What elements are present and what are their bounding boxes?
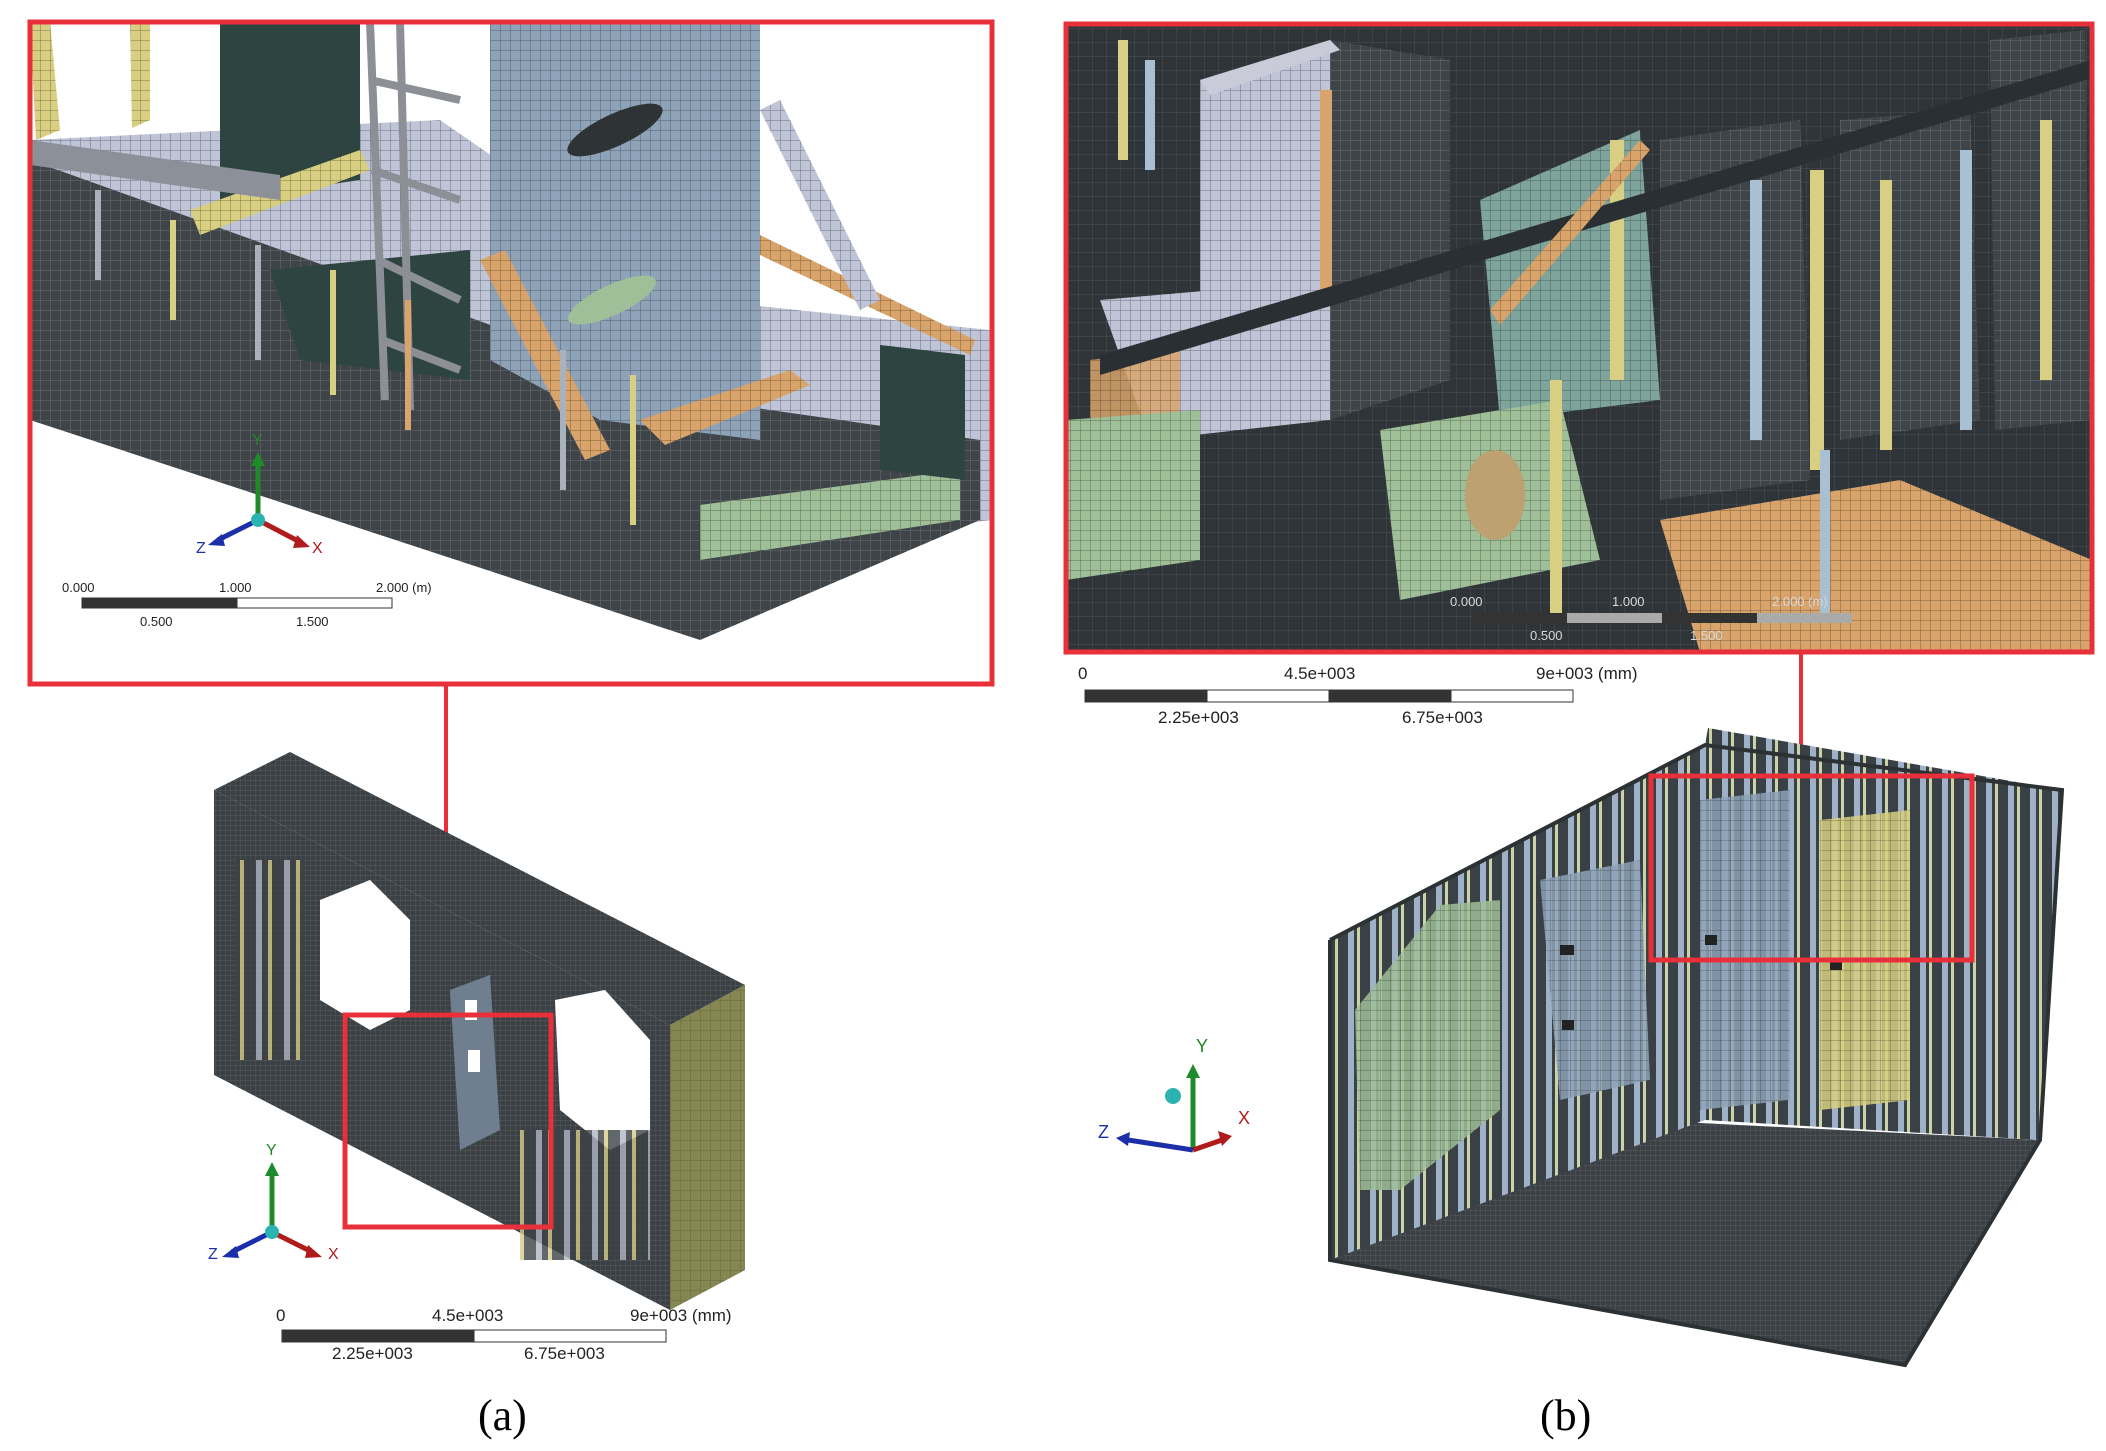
panel-label-b: (b) [1540,1391,1592,1440]
side-stiffeners [95,190,636,525]
axis-label-y: Y [252,432,263,449]
panel-orange [1660,480,2092,652]
scale-tick-label: 4.5e+003 [432,1306,504,1325]
scale-tick-label: 0.000 [1450,594,1483,609]
web-frame-dark [1660,120,1810,500]
side-wall [30,160,700,640]
scale-tick-label: 6.75e+003 [524,1344,605,1363]
zoom-frame-a [27,19,995,687]
bracket-orange [1490,140,1650,325]
frame-side-mesh [670,985,745,1310]
panel-b [1063,21,2095,1368]
zoom-inset-b [1066,24,2092,652]
frame-top [214,752,745,1025]
scale-tick-label: 0.500 [1530,628,1563,643]
transverse-blue [1540,860,1650,1100]
panel-opening [1465,450,1525,540]
central-column [490,22,760,440]
inset-stiffeners [1118,40,2052,620]
hull-block-model-b [1328,728,2065,1368]
axis-label-y: Y [266,1142,277,1159]
scale-tick-label: 1.500 [296,614,329,629]
detail-frame-b [1648,773,1975,963]
scale-tick-label: 2.25e+003 [1158,708,1239,727]
scale-tick-label: 0.000 [62,580,95,595]
horizontal-beam [1100,60,2092,375]
scale-tick-label: 1.500 [1690,628,1723,643]
axis-triad-b [1116,1064,1232,1153]
bracket-orange [480,250,610,460]
zoom-frame-b [1063,21,2095,655]
axis-label-z: Z [196,540,206,557]
scale-tick-label: 9e+003 (mm) [630,1306,732,1325]
transverse-green [1355,900,1500,1190]
frame-model-a [214,752,745,1310]
scale-tick-label: 2.000 (m) [376,580,432,595]
scale-bar-a [281,1329,667,1343]
scale-tick-label: 1.000 [1612,594,1645,609]
scale-bar-inset-b [1472,613,1852,623]
beam-green [700,470,960,560]
axis-label-x: X [328,1246,339,1263]
opening-left [320,880,410,1030]
axis-label-z: Z [208,1246,218,1263]
scale-tick-label: 2.25e+003 [332,1344,413,1363]
scale-bar-inset-a [81,597,393,609]
scale-tick-label: 6.75e+003 [1402,708,1483,727]
scale-tick-label: 0 [1078,664,1088,683]
stiffener-yellow [130,22,150,128]
axis-label-z: Z [1098,1122,1109,1142]
scale-tick-label: 1.000 [219,580,252,595]
scale-tick-label: 4.5e+003 [1284,664,1356,683]
axis-label-x: X [1238,1108,1251,1128]
bracket-light [1200,40,1340,95]
panel-dark [1330,40,1450,420]
panel-light [1200,40,1330,300]
zoom-inset-a [30,21,992,684]
axis-label-x: X [312,540,323,557]
column-opening-lower [568,275,656,325]
scale-tick-label: 0 [276,1306,286,1325]
transverse-blue [1700,790,1790,1110]
axis-label-y: Y [1196,1036,1209,1056]
column-opening-upper [567,103,663,157]
panel-a [27,19,995,1343]
stiffener-yellow [30,22,60,140]
bracket-orange [640,370,810,445]
detail-frame-a [342,1012,554,1230]
scale-tick-label: 2.000 (m) [1772,594,1828,609]
deck-strip [30,140,280,200]
opening-right [555,990,650,1150]
scale-tick-label: 9e+003 (mm) [1536,664,1638,683]
end-bay [880,345,965,480]
web-frame-dark [1840,110,1980,440]
inner-bay-wall [220,22,360,200]
panel-green [1066,410,1200,580]
axis-triad-a [222,1162,322,1258]
scale-tick-label: 0.500 [140,614,173,629]
axis-triad-inset-a [208,452,310,548]
brace-blue [760,100,880,310]
panel-label-a: (a) [478,1391,527,1440]
scale-bar-b [1084,689,1574,703]
